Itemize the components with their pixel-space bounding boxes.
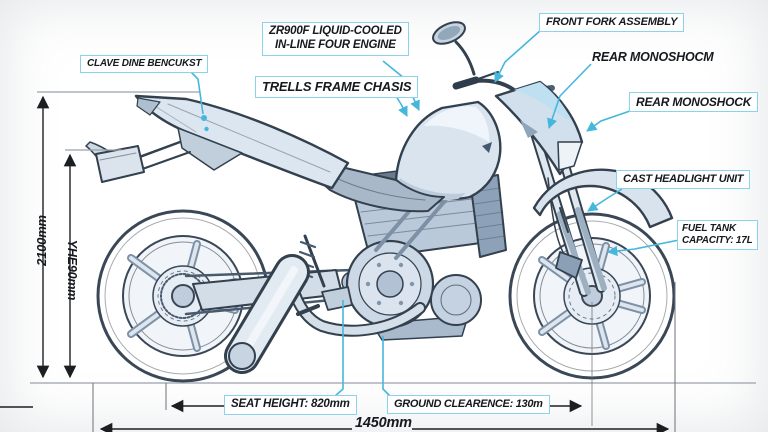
tail-light — [136, 97, 161, 116]
fuel-tank-body — [394, 100, 502, 201]
dimension-lines — [0, 95, 670, 432]
reference-lines — [30, 91, 756, 384]
callout-fuel-tank-line2: CAPACITY: 17L — [682, 235, 753, 246]
callout-tail-component: CLAVE DINE BENCUKST — [80, 55, 209, 73]
footpeg-bracket — [296, 286, 353, 316]
leader-ground-clearance — [382, 336, 392, 398]
leader-monoshock-upper-callout — [547, 63, 592, 129]
headlamp — [557, 141, 583, 171]
leader-headlight-callout — [587, 188, 623, 212]
leader-tail-callout — [185, 66, 204, 115]
callout-front-fork: FRONT FORK ASSEMBLY — [539, 13, 685, 33]
extension-lines — [92, 282, 676, 432]
tank-logo — [482, 142, 492, 153]
leader-fuel-tank-callout — [606, 239, 680, 257]
license-plate — [85, 140, 191, 183]
leader-lines — [185, 29, 680, 398]
callout-frame: TRELLS FRAME CHASIS — [255, 76, 419, 98]
windscreen — [514, 82, 572, 122]
callout-rear-monoshock: REAR MONOSHOCK — [629, 92, 759, 113]
label-ground-clearance: GROUND CLEARENCE: 130m — [387, 395, 550, 415]
callout-fuel-tank: FUEL TANK CAPACITY: 17L — [677, 220, 758, 250]
leader-seat-height — [333, 300, 344, 398]
label-length: 1450mm — [355, 415, 412, 431]
callout-engine: ZR900F LIQUID-COOLED IN-LINE FOUR ENGINE — [262, 22, 409, 56]
muffler-end-cap — [228, 342, 256, 370]
callout-rear-monoshock-upper: REAR MONOSHOCM — [592, 50, 714, 64]
rear-shock-spring — [296, 240, 317, 279]
leader-dots — [201, 115, 209, 132]
callout-fuel-tank-line1: FUEL TANK — [682, 223, 736, 234]
callout-engine-line2: IN-LINE FOUR ENGINE — [274, 38, 396, 51]
label-seat-height: SEAT HEIGHT: 820mm — [224, 395, 357, 415]
headlight-cowl — [494, 80, 584, 176]
leader-front-fork-callout — [494, 29, 542, 83]
tail-section — [134, 94, 350, 190]
leader-monoshock-callout — [586, 110, 631, 132]
label-inner-height: YHE90mm — [65, 239, 80, 301]
exhaust — [224, 254, 426, 374]
callout-engine-line1: ZR900F LIQUID-COOLED — [269, 25, 402, 37]
callout-headlight: CAST HEADLIGHT UNIT — [616, 170, 751, 190]
label-overall-height: 2100mm — [33, 215, 49, 266]
brake-caliper — [555, 251, 583, 279]
mirror — [432, 21, 476, 76]
